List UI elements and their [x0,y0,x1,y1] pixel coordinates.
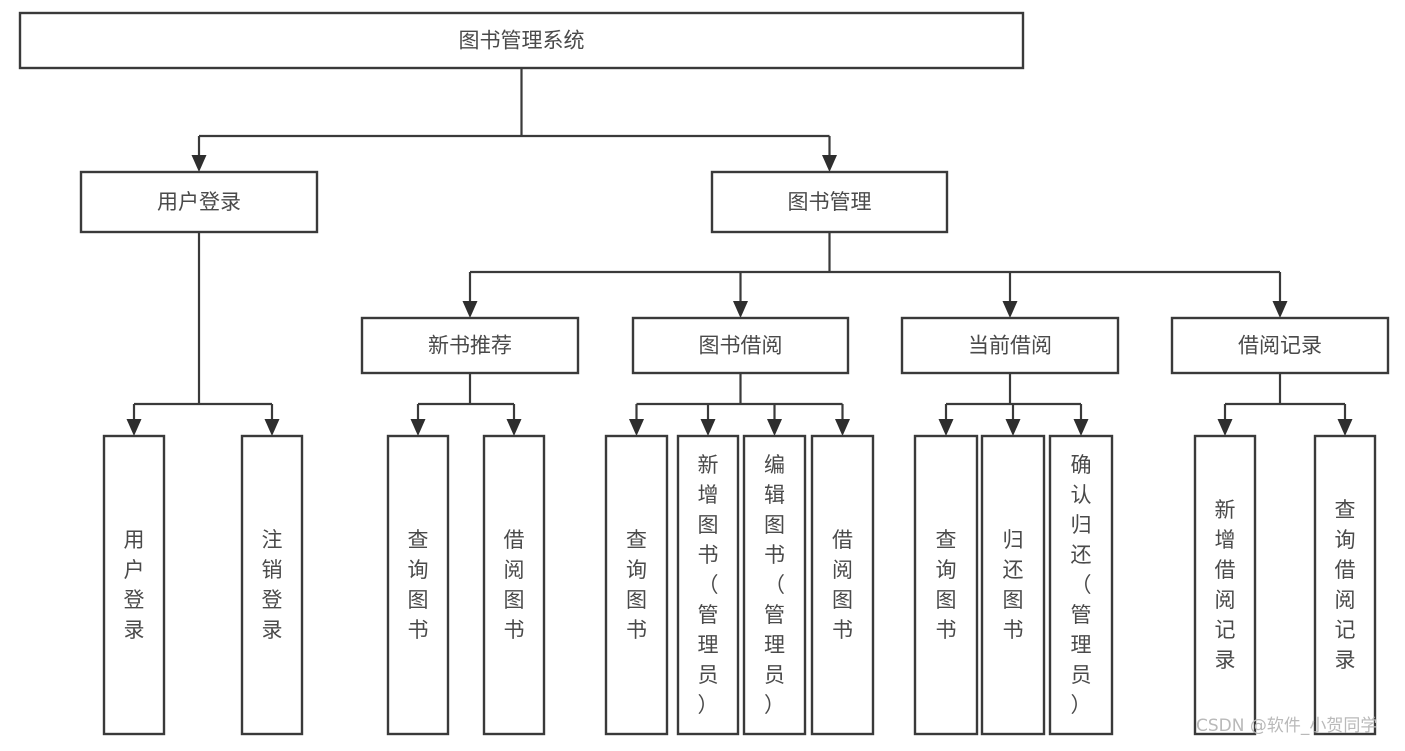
node-box-current-borrow[interactable] [900,316,1120,375]
node-label-leaf-query-book-3: 查询图书 [936,528,957,642]
node-leaf-user-login[interactable]: 用户登录 [102,434,166,736]
node-label-leaf-query-record: 查询借阅记录 [1335,498,1356,672]
node-label-leaf-query-book-1: 查询图书 [408,528,429,642]
node-leaf-query-book-1[interactable]: 查询图书 [386,434,450,736]
csdn-watermark-text: CSDN @软件_小贺同学 [1196,716,1377,736]
node-box-leaf-borrow-book-1[interactable] [482,434,546,736]
node-label-borrow-record: 借阅记录 [1238,334,1322,358]
node-leaf-query-book-2[interactable]: 查询图书 [604,434,669,736]
node-leaf-logout[interactable]: 注销登录 [240,434,304,736]
node-box-root[interactable] [18,11,1025,70]
node-label-leaf-return-book: 归还图书 [1003,528,1024,642]
node-leaf-return-book[interactable]: 归还图书 [980,434,1046,736]
node-leaf-confirm-return[interactable]: 确认归还（管理员） [1048,434,1114,736]
new-book-recommend-arrow-0 [410,419,426,436]
current-borrow-arrow-0 [938,419,954,436]
node-label-leaf-logout: 注销登录 [262,528,283,642]
node-label-user-login: 用户登录 [157,190,241,214]
node-leaf-query-book-3[interactable]: 查询图书 [913,434,979,736]
node-leaf-borrow-book-2[interactable]: 借阅图书 [810,434,875,736]
node-box-leaf-confirm-return[interactable] [1048,434,1114,736]
node-label-leaf-confirm-return: 确认归还（管理员） [1071,453,1092,717]
node-root[interactable]: 图书管理系统 [18,11,1025,70]
node-new-book-recommend[interactable]: 新书推荐 [360,316,580,375]
node-box-leaf-borrow-book-2[interactable] [810,434,875,736]
node-book-manage[interactable]: 图书管理 [710,170,949,234]
user-login-arrow-0 [126,419,142,436]
root-arrow-0 [191,155,207,172]
node-box-leaf-query-book-1[interactable] [386,434,450,736]
node-box-leaf-return-book[interactable] [980,434,1046,736]
borrow-record-arrow-0 [1217,419,1233,436]
book-borrow-arrow-1 [700,419,716,436]
node-box-borrow-record[interactable] [1170,316,1390,375]
node-book-borrow[interactable]: 图书借阅 [631,316,850,375]
book-manage-arrow-3 [1272,301,1288,318]
node-label-leaf-user-login: 用户登录 [124,528,145,642]
node-label-root: 图书管理系统 [459,29,585,53]
book-manage-arrow-1 [733,301,748,318]
node-label-leaf-borrow-book-1: 借阅图书 [504,528,525,642]
node-borrow-record[interactable]: 借阅记录 [1170,316,1390,375]
node-label-book-manage: 图书管理 [788,190,872,214]
node-label-leaf-query-book-2: 查询图书 [626,528,647,642]
node-leaf-add-book[interactable]: 新增图书（管理员） [676,434,740,736]
node-box-leaf-query-book-3[interactable] [913,434,979,736]
node-leaf-add-record[interactable]: 新增借阅记录 [1193,434,1257,736]
node-leaf-edit-book[interactable]: 编辑图书（管理员） [742,434,807,736]
node-box-leaf-query-book-2[interactable] [604,434,669,736]
node-box-book-borrow[interactable] [631,316,850,375]
node-box-leaf-edit-book[interactable] [742,434,807,736]
book-borrow-arrow-0 [629,419,644,436]
node-box-user-login[interactable] [79,170,319,234]
node-label-book-borrow: 图书借阅 [699,334,783,358]
book-manage-arrow-2 [1002,301,1018,318]
node-label-leaf-borrow-book-2: 借阅图书 [832,528,853,642]
root-arrow-1 [822,155,837,172]
current-borrow-arrow-1 [1005,419,1021,436]
node-box-leaf-add-record[interactable] [1193,434,1257,736]
node-label-leaf-edit-book: 编辑图书（管理员） [764,453,785,717]
node-label-current-borrow: 当前借阅 [968,334,1052,358]
node-label-leaf-add-book: 新增图书（管理员） [698,453,719,717]
node-box-leaf-logout[interactable] [240,434,304,736]
user-login-arrow-1 [264,419,280,436]
node-user-login[interactable]: 用户登录 [79,170,319,234]
book-manage-arrow-0 [462,301,478,318]
node-box-leaf-user-login[interactable] [102,434,166,736]
node-boxes: 图书管理系统用户登录图书管理新书推荐图书借阅当前借阅借阅记录用户登录注销登录查询… [18,11,1390,736]
node-label-new-book-recommend: 新书推荐 [428,334,512,358]
connector-lines [126,68,1353,436]
new-book-recommend-arrow-1 [506,419,522,436]
node-current-borrow[interactable]: 当前借阅 [900,316,1120,375]
current-borrow-arrow-2 [1073,419,1089,436]
node-box-leaf-query-record[interactable] [1313,434,1377,736]
book-borrow-arrow-3 [835,419,850,436]
node-box-leaf-add-book[interactable] [676,434,740,736]
book-borrow-arrow-2 [767,419,782,436]
node-box-new-book-recommend[interactable] [360,316,580,375]
node-leaf-query-record[interactable]: 查询借阅记录 [1313,434,1377,736]
watermark: CSDN @软件_小贺同学 [1196,716,1377,736]
node-box-book-manage[interactable] [710,170,949,234]
node-label-leaf-add-record: 新增借阅记录 [1215,498,1236,672]
node-leaf-borrow-book-1[interactable]: 借阅图书 [482,434,546,736]
borrow-record-arrow-1 [1337,419,1353,436]
